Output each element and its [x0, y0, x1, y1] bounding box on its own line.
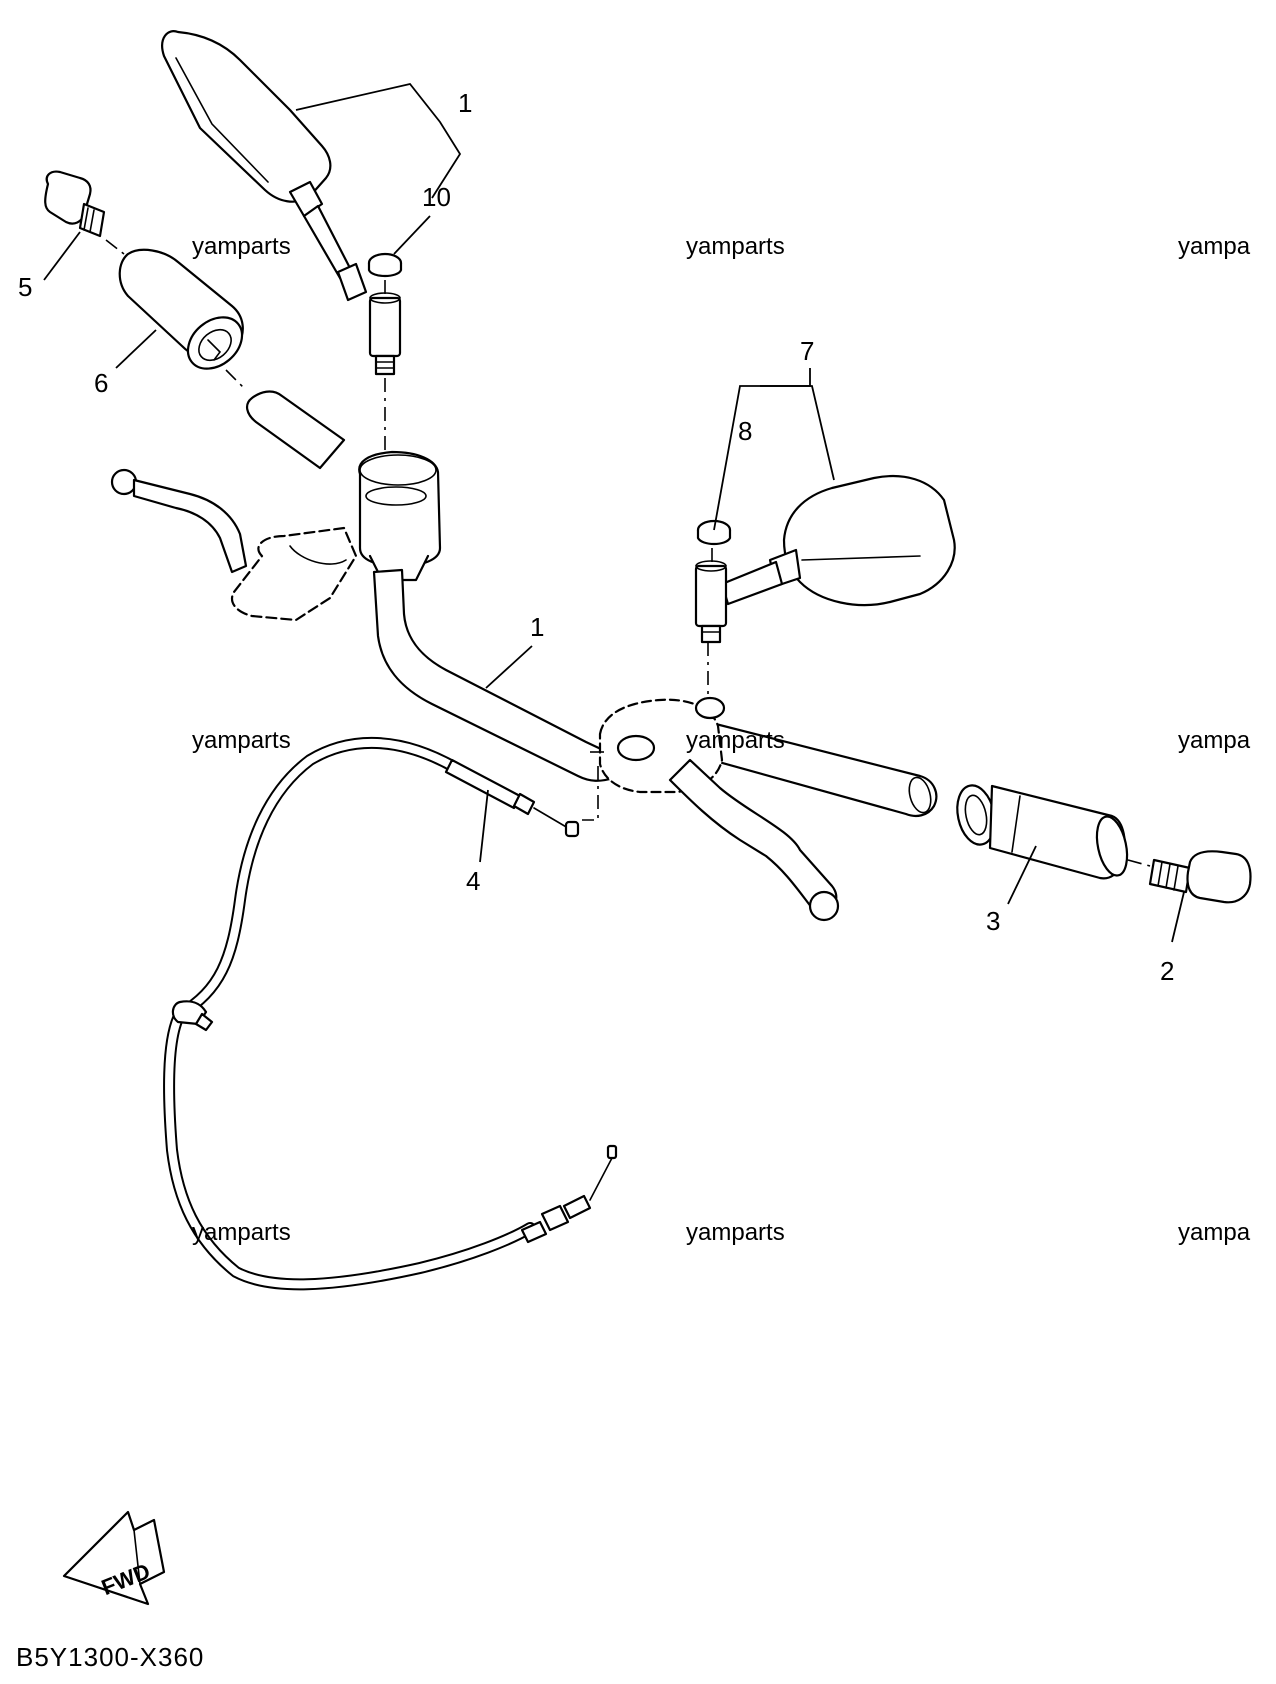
leader-8 — [713, 385, 760, 531]
leader-9 — [295, 82, 462, 199]
clutch-cable — [163, 736, 618, 1291]
right-mirror-adapter — [694, 560, 728, 644]
callout-8: 8 — [738, 416, 752, 446]
watermark: yamparts — [686, 233, 785, 260]
left-handlebar-end — [246, 390, 346, 470]
left-master-cylinder — [358, 450, 442, 582]
callout-7: 7 — [800, 336, 814, 366]
leader-3 — [1007, 845, 1037, 905]
watermark: yampa — [1178, 1219, 1251, 1246]
leader-10 — [393, 215, 431, 255]
left-mirror — [161, 30, 368, 302]
right-mirror-cap — [696, 519, 732, 546]
fwd-arrow-icon: FWD — [62, 1510, 166, 1606]
left-grip — [118, 248, 244, 370]
leader-7 — [760, 385, 835, 481]
watermark: yamparts — [686, 1219, 785, 1246]
callout-3: 3 — [986, 906, 1000, 936]
right-grip — [956, 784, 1129, 880]
drawing-code: B5Y1300-X360 — [16, 1642, 204, 1672]
handlebar — [372, 568, 938, 817]
watermark: yamparts — [192, 727, 291, 754]
left-bar-end — [44, 170, 106, 238]
right-mirror — [720, 474, 956, 607]
leader-4 — [479, 789, 489, 863]
watermark: yampa — [1178, 727, 1251, 754]
callout-2: 2 — [1160, 956, 1174, 986]
callout-5: 5 — [18, 272, 32, 302]
watermark: yamparts — [686, 727, 785, 754]
leader-1 — [485, 645, 533, 689]
watermark: yamparts — [192, 1219, 291, 1246]
callout-6: 6 — [94, 368, 108, 398]
watermark: yamparts — [192, 233, 291, 260]
leader-2 — [1171, 891, 1185, 943]
left-mirror-adapter — [368, 292, 402, 376]
left-lever — [110, 468, 358, 622]
leader-7-bracket — [760, 368, 811, 387]
right-brake-control — [598, 696, 840, 922]
callout-10: 10 — [422, 182, 451, 212]
callout-4: 4 — [466, 866, 480, 896]
leader-5 — [43, 231, 81, 281]
leader-6 — [115, 329, 157, 369]
left-mirror-cap — [367, 252, 403, 278]
watermark: yampa — [1178, 233, 1251, 260]
callout-1: 1 — [530, 612, 544, 642]
right-bar-end — [1148, 850, 1252, 904]
callout-9: 1 — [458, 88, 472, 118]
